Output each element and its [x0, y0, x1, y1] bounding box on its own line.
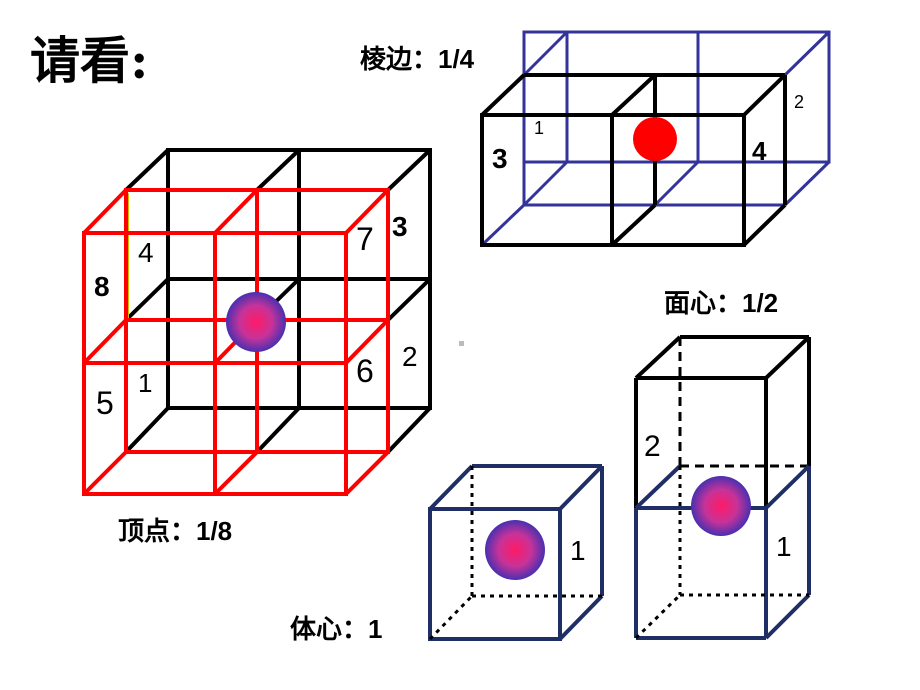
edge-model: 3 1 4 2 棱边：1/4	[360, 30, 831, 247]
edge-number-4: 4	[752, 136, 767, 166]
black-upper-cube	[634, 335, 811, 508]
vertex-ball	[226, 292, 286, 352]
number-3: 3	[392, 211, 408, 242]
body-model: 1 体心：1	[290, 464, 604, 644]
number-7: 7	[356, 221, 374, 257]
navy-cube	[428, 464, 604, 641]
edge-number-1: 1	[534, 118, 544, 138]
vertex-label: 顶点：1/8	[118, 516, 232, 546]
body-hidden-d	[428, 594, 474, 641]
edge-ball	[633, 117, 677, 161]
number-8: 8	[94, 271, 110, 302]
face-number-1: 1	[776, 531, 792, 562]
dot-mark	[459, 341, 464, 346]
vertex-model: 8 4 7 3 5 1 6 2 顶点：1/8	[82, 148, 432, 546]
body-number-1: 1	[570, 535, 586, 566]
face-number-2: 2	[644, 430, 661, 463]
number-1: 1	[138, 368, 152, 398]
black-front-cubes	[480, 73, 787, 247]
body-ball	[485, 520, 545, 580]
page-title: 请看:	[30, 31, 148, 90]
edge-label: 棱边：1/4	[360, 44, 475, 74]
edge-number-2: 2	[794, 92, 804, 112]
number-6: 6	[356, 353, 374, 389]
hidden-edge-lower-d	[634, 593, 682, 640]
edge-number-3: 3	[492, 143, 508, 174]
number-5: 5	[96, 385, 114, 421]
number-2: 2	[402, 341, 418, 372]
face-ball	[691, 476, 751, 536]
red-front-cubes	[82, 188, 390, 496]
face-label: 面心：1/2	[664, 288, 778, 318]
body-label: 体心：1	[290, 614, 382, 644]
face-model: 面心：1/2 2 1	[634, 288, 811, 640]
number-4: 4	[138, 237, 154, 268]
